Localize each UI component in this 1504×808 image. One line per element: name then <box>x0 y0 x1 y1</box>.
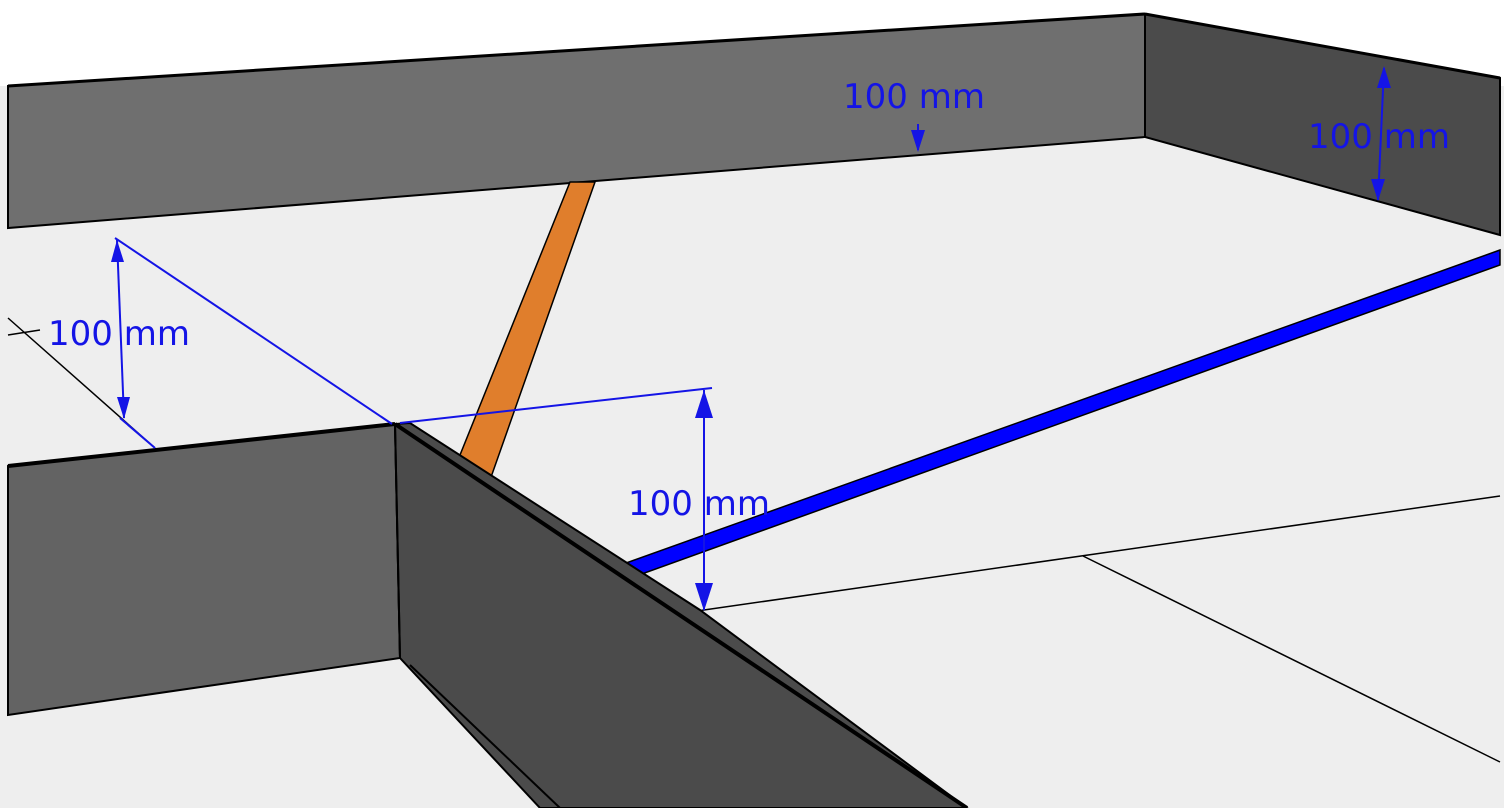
dimension-line <box>116 239 125 419</box>
dimension-arrowhead <box>695 583 713 611</box>
dimension-label: 100 mm <box>628 484 770 524</box>
dimension-arrowhead <box>695 390 713 418</box>
dimension-center[interactable]: 100 mm <box>399 387 770 611</box>
dimension-label: 100 mm <box>1308 117 1450 157</box>
back-wall-top-edge <box>7 12 1146 88</box>
front-floor-edge <box>409 664 561 808</box>
dimension-label: 100 mm <box>843 77 985 117</box>
dimension-left-guide[interactable]: 100 mm <box>48 237 393 449</box>
floor-edge-left-short <box>7 329 41 336</box>
right-wall-top-edge <box>1144 12 1501 80</box>
floor-edge-right-lower <box>689 495 1501 613</box>
floor-edge-right-diagonal <box>1082 555 1501 763</box>
dimension-line <box>1377 67 1385 201</box>
dimension-arrowhead <box>111 240 124 262</box>
dimension-arrowhead <box>911 130 925 152</box>
guide-line <box>114 237 393 425</box>
dimension-arrowhead <box>1371 179 1385 201</box>
dimension-arrowhead <box>1377 66 1391 88</box>
wall-corner-edge <box>394 423 401 659</box>
dimension-arrowhead <box>117 397 130 419</box>
guide-line <box>399 387 713 424</box>
dimension-label: 100 mm <box>48 314 190 354</box>
diagonal-wall-top-edge <box>393 422 969 808</box>
dimension-right-wall[interactable]: 100 mm <box>1308 66 1450 201</box>
dimension-back-wall[interactable]: 100 mm <box>843 77 985 152</box>
front-wall-top-edge <box>7 422 396 468</box>
guide-line <box>119 417 156 449</box>
